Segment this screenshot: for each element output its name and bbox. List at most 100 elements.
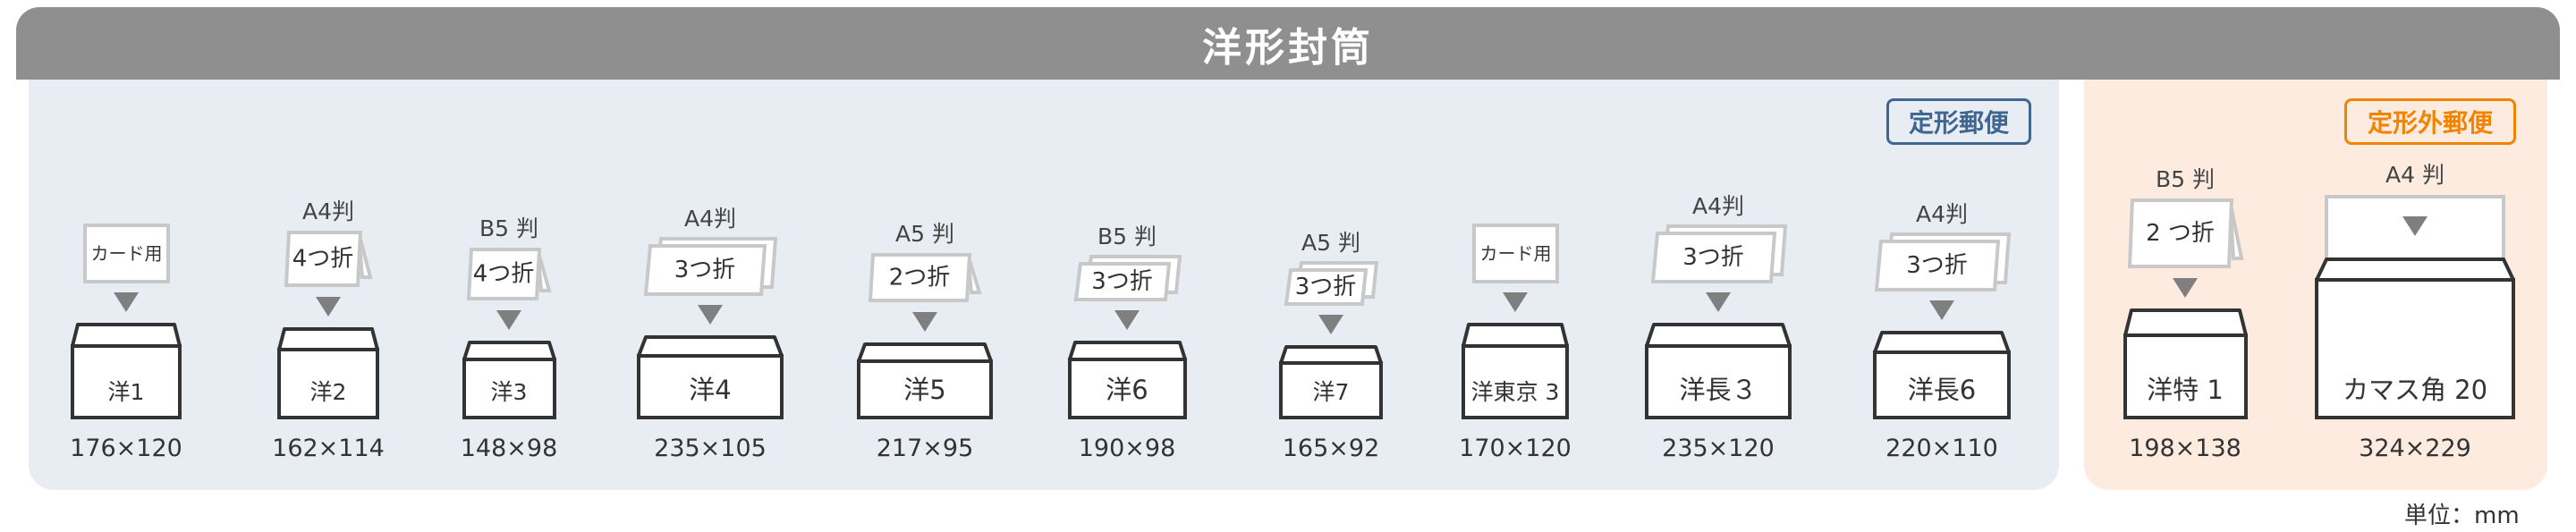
paper-fold3-icon: 3つ折 bbox=[1284, 261, 1378, 306]
paper-size-label: B5 判 bbox=[1097, 224, 1157, 249]
page-header: 洋形封筒 bbox=[16, 7, 2560, 80]
envelope-icon bbox=[1279, 345, 1383, 419]
arrow-down-icon bbox=[1706, 292, 1731, 312]
envelope-icon bbox=[462, 341, 556, 419]
arrow-down-icon bbox=[1929, 300, 1954, 320]
envelope-icon bbox=[2315, 258, 2515, 419]
envelope: カマス角 20 bbox=[2315, 195, 2515, 419]
paper-fold2-icon: 2つ折 bbox=[868, 253, 982, 302]
paper-size-label: A4 判 bbox=[2385, 162, 2445, 188]
paper-size-label: A4判 bbox=[683, 206, 736, 232]
fold-label: 4つ折 bbox=[292, 246, 354, 273]
paper-fold3-icon: 3つ折 bbox=[1874, 232, 2011, 291]
envelope-name: 洋3 bbox=[490, 379, 528, 405]
envelope: 洋3 bbox=[462, 341, 556, 419]
paper-size-label: A4判 bbox=[1915, 201, 1968, 227]
envelope-icon bbox=[1645, 323, 1792, 419]
arrow-down-icon bbox=[912, 312, 937, 332]
envelope-icon bbox=[1462, 323, 1569, 419]
envelope: 洋特 1 bbox=[2123, 308, 2248, 419]
paper-size-label: A4判 bbox=[301, 198, 354, 224]
envelope-dimensions: 170×120 bbox=[1459, 435, 1572, 462]
envelope: 洋7 bbox=[1279, 345, 1383, 419]
paper-fold3-icon: 3つ折 bbox=[1073, 255, 1182, 301]
envelope-dimensions: 198×138 bbox=[2129, 435, 2241, 462]
fold-label: 3つ折 bbox=[1906, 252, 1968, 279]
envelope: 洋長３ bbox=[1645, 323, 1792, 419]
fold-label: 3つ折 bbox=[674, 257, 736, 283]
paper-size-label: A4判 bbox=[1691, 193, 1744, 219]
envelope: 洋長6 bbox=[1873, 331, 2011, 419]
envelope-dimensions: 220×110 bbox=[1885, 435, 1998, 462]
nonstandard-mail-badge: 定形外郵便 bbox=[2344, 98, 2516, 145]
envelope-item: A4 判カマス角 20 bbox=[2299, 0, 2531, 419]
envelope-dimensions: 235×105 bbox=[654, 435, 767, 462]
paper-size-label: B5 判 bbox=[479, 215, 538, 241]
envelope-name: 洋6 bbox=[1106, 375, 1148, 405]
envelope-name: 洋特 1 bbox=[2147, 375, 2224, 405]
envelope-item: A4判 3つ折洋長３ bbox=[1602, 0, 1835, 419]
envelope-icon bbox=[2123, 308, 2248, 419]
envelope-item: A5 判 2つ折洋5 bbox=[809, 0, 1041, 419]
envelope-item: A4判 4つ折洋2 bbox=[212, 0, 445, 419]
envelope: 洋1 bbox=[71, 323, 182, 419]
standard-mail-panel bbox=[29, 80, 2059, 490]
page-title: 洋形封筒 bbox=[1202, 24, 1374, 71]
envelope-name: 洋東京 3 bbox=[1470, 379, 1560, 405]
envelope: 洋4 bbox=[637, 335, 784, 419]
envelope-item: B5 判 4つ折洋3 bbox=[393, 0, 625, 419]
paper-fold2-icon: 2 つ折 bbox=[2127, 198, 2243, 268]
envelope-item: カード用洋1 bbox=[10, 0, 242, 419]
envelope-icon bbox=[857, 342, 993, 419]
envelope-name: 洋長6 bbox=[1907, 375, 1977, 405]
fold-label: 3つ折 bbox=[1295, 274, 1357, 300]
paper-fold4-icon: 4つ折 bbox=[284, 231, 373, 287]
arrow-down-icon bbox=[2173, 278, 2198, 298]
arrow-down-icon bbox=[316, 297, 341, 317]
envelope-dimensions: 235×120 bbox=[1662, 435, 1775, 462]
envelope-icon bbox=[1873, 331, 2011, 419]
envelope: 洋東京 3 bbox=[1462, 323, 1569, 419]
paper-fold3-icon: 3つ折 bbox=[1650, 224, 1787, 283]
paper-card-icon: カード用 bbox=[82, 224, 170, 283]
standard-mail-badge: 定形郵便 bbox=[1886, 98, 2031, 145]
paper-fold3-icon: 3つ折 bbox=[643, 237, 777, 296]
unit-label: 単位：mm bbox=[2404, 502, 2520, 529]
envelope-name: 洋1 bbox=[107, 379, 145, 405]
envelope-icon bbox=[277, 327, 379, 419]
envelope: 洋5 bbox=[857, 342, 993, 419]
envelope-dimensions: 176×120 bbox=[70, 435, 182, 462]
arrow-down-icon bbox=[1114, 310, 1140, 330]
envelope-name: カマス角 20 bbox=[2342, 375, 2488, 405]
envelope-name: 洋5 bbox=[903, 375, 946, 405]
paper-card-icon: カード用 bbox=[1471, 224, 1559, 283]
envelope-icon bbox=[1067, 341, 1187, 419]
envelope: 洋2 bbox=[277, 327, 379, 419]
arrow-down-icon bbox=[698, 305, 723, 325]
arrow-down-icon bbox=[496, 310, 521, 330]
paper-size-label: A5 判 bbox=[895, 221, 954, 247]
envelope-dimensions: 165×92 bbox=[1282, 435, 1380, 462]
paper-size-label: A5 判 bbox=[1301, 230, 1360, 256]
arrow-down-icon bbox=[1318, 315, 1343, 334]
arrow-down-icon bbox=[2402, 216, 2428, 236]
fold-label: カード用 bbox=[90, 243, 162, 265]
envelope-dimensions: 217×95 bbox=[876, 435, 974, 462]
envelope-dimensions: 190×98 bbox=[1078, 435, 1176, 462]
envelope-name: 洋長３ bbox=[1679, 375, 1758, 405]
envelope-dimensions: 324×229 bbox=[2359, 435, 2471, 462]
arrow-down-icon bbox=[114, 292, 139, 312]
envelope-item: A4判 3つ折洋4 bbox=[594, 0, 826, 419]
fold-label: 4つ折 bbox=[473, 261, 535, 288]
fold-label: カード用 bbox=[1479, 243, 1551, 265]
fold-label: 3つ折 bbox=[1682, 244, 1744, 271]
fold-label: 2 つ折 bbox=[2146, 220, 2215, 247]
envelope-item: A4判 3つ折洋長6 bbox=[1826, 0, 2058, 419]
envelope-icon bbox=[71, 323, 182, 419]
envelope-item: カード用洋東京 3 bbox=[1399, 0, 1631, 419]
envelope-name: 洋2 bbox=[309, 379, 347, 405]
envelope-item: B5 判 3つ折洋6 bbox=[1011, 0, 1243, 419]
fold-label: 2つ折 bbox=[889, 265, 951, 291]
envelope-item: A5 判 3つ折洋7 bbox=[1215, 0, 1447, 419]
envelope: 洋6 bbox=[1067, 341, 1187, 419]
